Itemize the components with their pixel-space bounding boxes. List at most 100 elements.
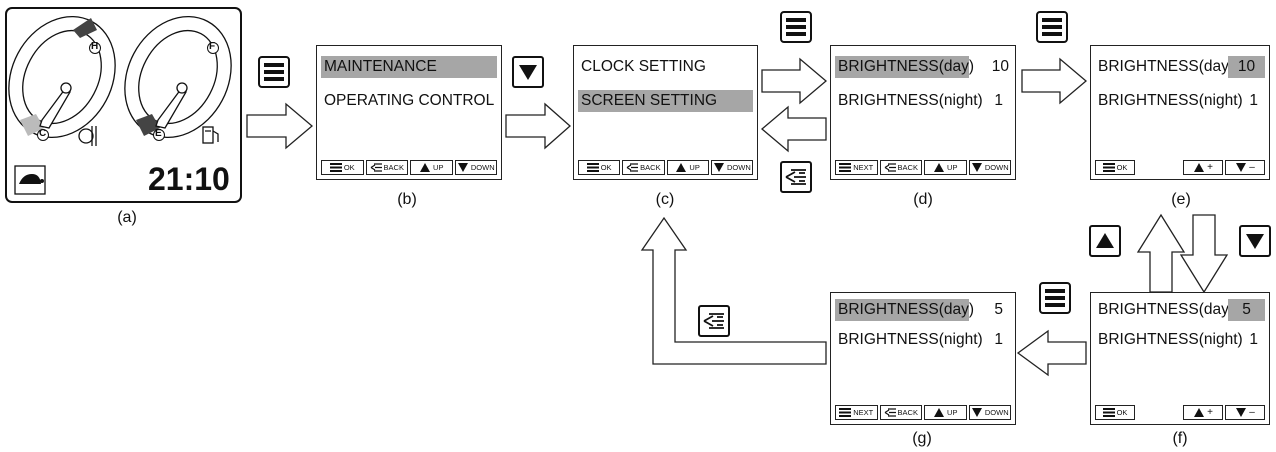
up-label: UP (433, 163, 444, 172)
up-triangle-icon (419, 163, 431, 172)
ok-softkey[interactable]: OK (1095, 160, 1135, 175)
arrow-right (505, 102, 571, 150)
thermometer-icon (78, 126, 97, 146)
down-softkey[interactable]: DOWN (710, 160, 753, 175)
down-softkey[interactable]: DOWN (968, 160, 1011, 175)
ok-softkey[interactable]: OK (578, 160, 621, 175)
clock-time: 21:10 (148, 161, 230, 197)
brightness-day-value: 10 (991, 58, 1009, 75)
back-label: BACK (897, 408, 918, 417)
down-softkey[interactable]: DOWN (454, 160, 497, 175)
up-key-icon (1089, 225, 1121, 257)
caption-d: (d) (913, 191, 933, 208)
menu-key-icon (1039, 282, 1071, 314)
up-triangle-icon (1193, 163, 1205, 172)
up-triangle-icon (675, 163, 687, 172)
brightness-day-label[interactable]: BRIGHTNESS(day) (1098, 301, 1235, 318)
up-label: UP (689, 163, 700, 172)
arrow-back-to-c (640, 216, 827, 365)
down-key-icon (1239, 225, 1271, 257)
up-label: UP (947, 163, 958, 172)
up-softkey[interactable]: UP (410, 160, 453, 175)
down-triangle-icon (1235, 408, 1247, 417)
brightness-day-label[interactable]: BRIGHTNESS(day) (1098, 58, 1235, 75)
soft-key-bar: OK BACK UP DOWN (578, 160, 753, 175)
back-softkey[interactable]: BACK (365, 160, 408, 175)
brightness-day-label[interactable]: BRIGHTNESS(day) (835, 56, 974, 78)
menu-icon (329, 163, 342, 172)
fuel-pump-icon (202, 126, 219, 144)
brightness-day-value: 5 (994, 301, 1003, 318)
down-label: DOWN (984, 408, 1009, 417)
brightness-panel-g: BRIGHTNESS(day) 5 BRIGHTNESS(night) 1 NE… (830, 292, 1016, 425)
temperature-gauge (8, 15, 116, 141)
brightness-day-value[interactable]: 5 (1228, 299, 1265, 321)
down-triangle-icon (971, 163, 983, 172)
soft-key-bar: OK + – (1095, 160, 1265, 175)
caption-c: (c) (655, 191, 675, 208)
minus-softkey[interactable]: – (1225, 160, 1265, 175)
caption-g: (g) (912, 430, 932, 447)
brightness-day-value[interactable]: 10 (1228, 56, 1265, 78)
ok-label: OK (1116, 408, 1128, 417)
menu-item-clock-setting[interactable]: CLOCK SETTING (581, 58, 706, 75)
menu-item-maintenance[interactable]: MAINTENANCE (321, 56, 497, 78)
brightness-night-label[interactable]: BRIGHTNESS(night) (1098, 331, 1243, 348)
up-softkey[interactable]: UP (666, 160, 709, 175)
ok-softkey[interactable]: OK (1095, 405, 1135, 420)
soft-key-bar: NEXT BACK UP DOWN (835, 160, 1011, 175)
minus-softkey[interactable]: – (1225, 405, 1265, 420)
brightness-night-value: 1 (1249, 331, 1258, 348)
menu-item-operating-control[interactable]: OPERATING CONTROL (324, 92, 495, 109)
plus-label: + (1207, 162, 1213, 173)
temp-hot-label: H (91, 41, 99, 52)
menu-key-icon (1036, 11, 1068, 43)
next-label: NEXT (853, 163, 874, 172)
brightness-panel-f: BRIGHTNESS(day) 5 BRIGHTNESS(night) 1 OK… (1090, 292, 1270, 425)
up-softkey[interactable]: UP (924, 405, 967, 420)
menu-panel-b: MAINTENANCE OPERATING CONTROL OK BACK UP… (316, 45, 502, 180)
brightness-panel-e: BRIGHTNESS(day) 10 BRIGHTNESS(night) 1 O… (1090, 45, 1270, 180)
temp-cold-label: C (39, 128, 47, 139)
back-label: BACK (383, 163, 404, 172)
brightness-night-label[interactable]: BRIGHTNESS(night) (838, 331, 983, 348)
ok-softkey[interactable]: OK (321, 160, 364, 175)
soft-key-bar: OK + – (1095, 405, 1265, 420)
plus-softkey[interactable]: + (1183, 405, 1223, 420)
brightness-night-value: 1 (994, 92, 1003, 109)
next-softkey[interactable]: NEXT (835, 405, 878, 420)
down-label: DOWN (727, 163, 751, 172)
turtle-icon (14, 165, 46, 195)
plus-softkey[interactable]: + (1183, 160, 1223, 175)
up-softkey[interactable]: UP (924, 160, 967, 175)
menu-key-icon (780, 11, 812, 43)
brightness-night-label[interactable]: BRIGHTNESS(night) (1098, 92, 1243, 109)
up-triangle-icon (933, 408, 945, 417)
down-label: DOWN (984, 163, 1009, 172)
soft-key-bar: OK BACK UP DOWN (321, 160, 497, 175)
brightness-day-label[interactable]: BRIGHTNESS(day) (835, 299, 974, 321)
arrow-left (760, 105, 827, 153)
ok-label: OK (1116, 163, 1128, 172)
arrow-right (1021, 57, 1088, 105)
back-icon (370, 163, 382, 172)
back-softkey[interactable]: BACK (879, 405, 922, 420)
back-softkey[interactable]: BACK (879, 160, 922, 175)
arrow-down (1179, 214, 1229, 294)
menu-icon (586, 163, 599, 172)
brightness-night-label[interactable]: BRIGHTNESS(night) (838, 92, 983, 109)
menu-key-icon (258, 56, 290, 88)
menu-item-screen-setting[interactable]: SCREEN SETTING (578, 90, 753, 112)
caption-a: (a) (117, 209, 137, 226)
fuel-gauge (124, 15, 232, 141)
down-triangle-icon (1235, 163, 1247, 172)
down-triangle-icon (971, 408, 983, 417)
next-softkey[interactable]: NEXT (835, 160, 878, 175)
brightness-night-value: 1 (1249, 92, 1258, 109)
brightness-night-value: 1 (994, 331, 1003, 348)
back-softkey[interactable]: BACK (622, 160, 665, 175)
arrow-right (246, 102, 314, 150)
down-softkey[interactable]: DOWN (968, 405, 1011, 420)
back-label: BACK (640, 163, 661, 172)
